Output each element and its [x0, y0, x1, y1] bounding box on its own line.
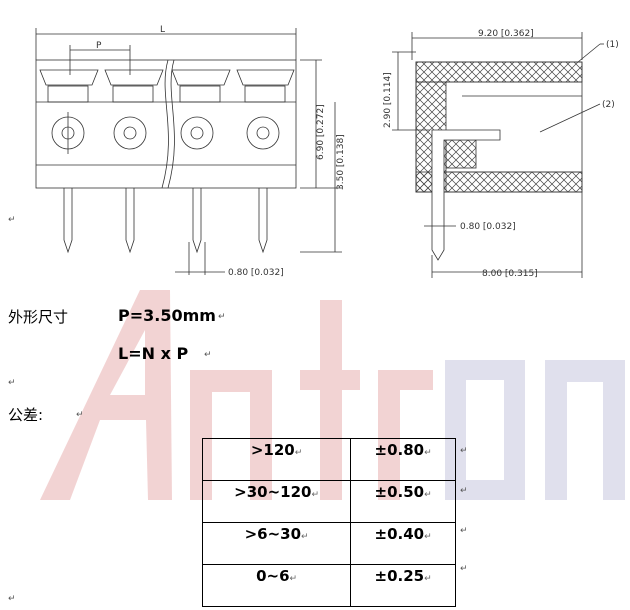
- paragraph-mark: ↵: [460, 564, 468, 574]
- tolerance-label: 公差:: [8, 406, 44, 424]
- range-cell: >30~120↵: [201, 480, 352, 523]
- front-view: [35, 28, 342, 275]
- connector-technical-drawing: L P 0.80 [0.032] 6.90 [0.272] 3.50 [0.13…: [35, 25, 619, 279]
- paragraph-mark: ↵: [460, 526, 468, 536]
- tolerance-cell: ±0.80↵: [350, 438, 456, 481]
- dim-front-height2: 3.50 [0.138]: [336, 134, 346, 190]
- paragraph-mark: ↵: [8, 594, 16, 604]
- callout-1: (1): [606, 40, 619, 50]
- range-cell: 0~6↵: [201, 564, 352, 607]
- length-formula: L=N x P: [118, 344, 189, 363]
- paragraph-mark: ↵: [460, 486, 468, 496]
- tolerance-cell: ±0.50↵: [350, 480, 456, 523]
- paragraph-mark: ↵: [204, 350, 212, 360]
- pitch-value: P=3.50mm: [118, 306, 216, 325]
- dim-L: L: [160, 25, 165, 35]
- dim-front-height: 6.90 [0.272]: [316, 104, 326, 160]
- paragraph-mark: ↵: [8, 378, 16, 388]
- dim-front-pin: 0.80 [0.032]: [228, 268, 284, 278]
- dim-side-left: 2.90 [0.114]: [383, 72, 393, 128]
- dim-side-pin: 0.80 [0.032]: [460, 222, 516, 232]
- paragraph-mark: ↵: [76, 410, 84, 420]
- range-cell: >6~30↵: [201, 522, 352, 565]
- paragraph-mark: ↵: [218, 312, 226, 322]
- table-row: >30~120↵ ±0.50↵: [201, 480, 456, 523]
- tolerance-table: >120↵ ±0.80↵ >30~120↵ ±0.50↵ >6~30↵ ±0.4…: [201, 438, 456, 607]
- dimensions-label: 外形尺寸: [8, 308, 69, 326]
- paragraph-mark: ↵: [8, 215, 16, 225]
- dim-side-bottom: 8.00 [0.315]: [482, 269, 538, 279]
- table-row: 0~6↵ ±0.25↵: [201, 564, 456, 607]
- tolerance-cell: ±0.25↵: [350, 564, 456, 607]
- paragraph-mark: ↵: [460, 446, 468, 456]
- dim-side-top: 9.20 [0.362]: [478, 29, 534, 39]
- side-view: [392, 32, 604, 278]
- table-row: >6~30↵ ±0.40↵: [201, 522, 456, 565]
- tolerance-cell: ±0.40↵: [350, 522, 456, 565]
- callout-2: (2): [602, 100, 615, 110]
- table-row: >120↵ ±0.80↵: [201, 438, 456, 481]
- dim-P: P: [96, 41, 102, 51]
- range-cell: >120↵: [201, 438, 352, 481]
